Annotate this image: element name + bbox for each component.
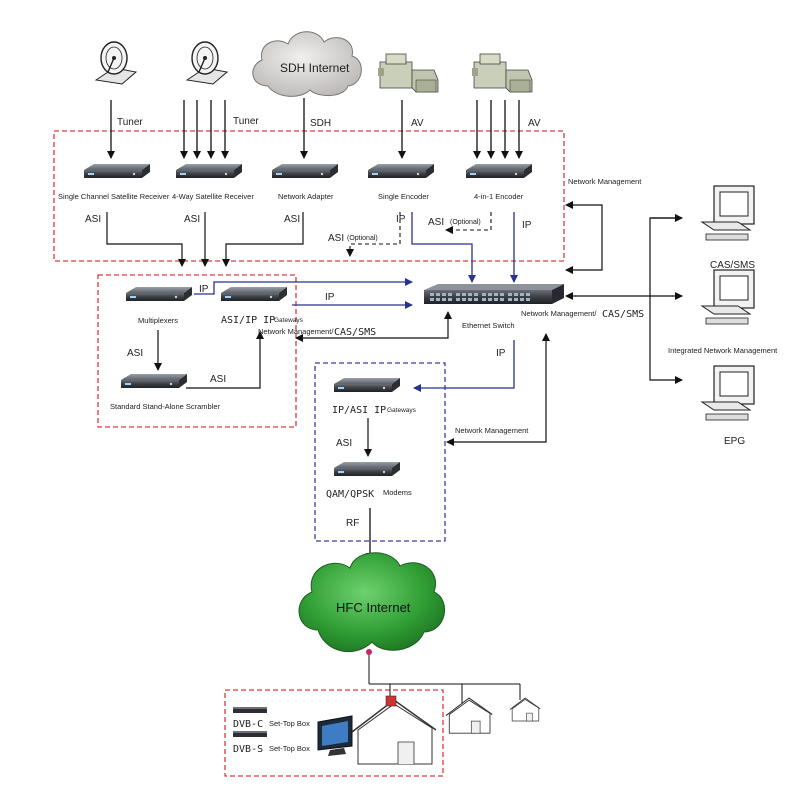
asi-label: ASI bbox=[127, 348, 143, 359]
video-camera-icon bbox=[472, 53, 533, 93]
asi-label: ASI bbox=[428, 217, 444, 228]
optional-label: (Optional) bbox=[347, 235, 378, 242]
house-icon bbox=[445, 697, 493, 734]
asi-links bbox=[106, 212, 304, 267]
sdh-internet-label: SDH Internet bbox=[280, 61, 350, 75]
mux-scramble-group bbox=[97, 274, 297, 428]
tuner-label: Tuner bbox=[117, 117, 143, 128]
ethernet-switch-label: Ethernet Switch bbox=[462, 321, 515, 330]
four-in-one-encoder-label: 4-in-1 Encoder bbox=[474, 192, 524, 201]
asi-label: ASI bbox=[210, 374, 226, 385]
av-label: AV bbox=[528, 118, 541, 129]
multiplexers: Multiplexers bbox=[126, 287, 192, 325]
hfc-node-dot bbox=[366, 649, 372, 655]
optional-asi-links bbox=[346, 212, 492, 257]
ip-label: IP bbox=[199, 284, 209, 295]
single-encoder-label: Single Encoder bbox=[378, 192, 429, 201]
four-in-one-encoder: 4-in-1 Encoder bbox=[466, 164, 532, 201]
hfc-distribution bbox=[368, 652, 521, 708]
ip-label: IP bbox=[325, 292, 335, 303]
single-channel-receiver: Single Channel Satellite Receiver bbox=[58, 164, 170, 201]
asi-label: ASI bbox=[336, 438, 352, 449]
modems-label: QAM/QPSK bbox=[326, 489, 374, 500]
set-top-box-label: Set-Top Box bbox=[269, 719, 310, 728]
sdh-label: SDH bbox=[310, 118, 331, 129]
ip-label: IP bbox=[396, 214, 406, 225]
gateways-suffix: Gateways bbox=[387, 407, 417, 414]
asi-ip-gateway: ASI/IP IP Gateways bbox=[221, 287, 304, 326]
four-way-receiver-label: 4-Way Satellite Receiver bbox=[172, 192, 254, 201]
network-management-label: Network Management/ bbox=[258, 327, 334, 336]
network-management-computer-icon bbox=[700, 269, 755, 325]
dvb-c-label: DVB-C bbox=[233, 719, 263, 730]
scrambler-label: Standard Stand-Alone Scrambler bbox=[110, 402, 221, 411]
cas-sms-computer-icon bbox=[700, 185, 755, 241]
set-top-box-icon bbox=[233, 731, 267, 737]
management-links bbox=[295, 201, 683, 446]
network-management-label: Network Management bbox=[568, 177, 642, 186]
hfc-internet-label: HFC Internet bbox=[336, 600, 411, 615]
switch-downlink bbox=[413, 340, 515, 392]
epg-label: EPG bbox=[724, 436, 745, 447]
qam-qpsk-modems: QAM/QPSK Modems bbox=[326, 462, 412, 500]
cas-sms-label: CAS/SMS bbox=[602, 309, 644, 320]
ip-asi-gateway: IP/ASI IP Gateways bbox=[332, 378, 417, 416]
integrated-nm-label: Integrated Network Management bbox=[668, 346, 778, 355]
ip-label: IP bbox=[522, 220, 532, 231]
house-icon bbox=[351, 695, 437, 765]
hfc-internet-cloud: HFC Internet bbox=[298, 552, 445, 652]
asi-label: ASI bbox=[85, 214, 101, 225]
dvb-s-label: DVB-S bbox=[233, 744, 263, 755]
modems-suffix: Modems bbox=[383, 488, 412, 497]
optional-label: (Optional) bbox=[450, 219, 481, 226]
satellite-dish-icon bbox=[94, 41, 138, 85]
encoder-ip-links bbox=[411, 212, 518, 283]
video-camera-icon bbox=[378, 53, 439, 93]
network-adapter-label: Network Adapter bbox=[278, 192, 334, 201]
asi-optional-label: ASI bbox=[328, 233, 344, 244]
scrambler: Standard Stand-Alone Scrambler bbox=[110, 374, 221, 411]
asi-label: ASI bbox=[284, 214, 300, 225]
asi-label: ASI bbox=[184, 214, 200, 225]
mux-internal-links bbox=[154, 330, 264, 389]
sdh-internet-cloud: SDH Internet bbox=[252, 31, 362, 97]
network-adapter: Network Adapter bbox=[272, 164, 338, 201]
single-receiver-label: Single Channel Satellite Receiver bbox=[58, 192, 170, 201]
asi-ip-gateway-label: ASI/IP IP bbox=[221, 315, 275, 326]
modulation-group bbox=[314, 362, 446, 542]
television-icon bbox=[317, 715, 353, 756]
ip-label: IP bbox=[496, 348, 506, 359]
source-links bbox=[107, 98, 523, 159]
set-top-box-label: Set-Top Box bbox=[269, 744, 310, 753]
single-encoder: Single Encoder bbox=[368, 164, 434, 201]
subscriber-group bbox=[224, 689, 444, 777]
gateways-suffix: Gateways bbox=[274, 317, 304, 324]
ip-asi-gateway-label: IP/ASI IP bbox=[332, 405, 386, 416]
multiplexers-label: Multiplexers bbox=[138, 316, 178, 325]
house-icon bbox=[509, 697, 541, 722]
cas-sms-server-label: CAS/SMS bbox=[710, 260, 755, 271]
mux-ip-links bbox=[194, 278, 413, 309]
set-top-box-icon bbox=[233, 707, 267, 713]
network-management-label: Network Management bbox=[455, 426, 529, 435]
satellite-dish-icon bbox=[185, 41, 229, 85]
rf-label: RF bbox=[346, 518, 359, 529]
cas-sms-label: CAS/SMS bbox=[334, 327, 376, 338]
av-label: AV bbox=[411, 118, 424, 129]
network-management-label: Network Management/ bbox=[521, 309, 597, 318]
tuner-label: Tuner bbox=[233, 116, 259, 127]
epg-computer-icon bbox=[700, 365, 755, 421]
four-way-receiver: 4-Way Satellite Receiver bbox=[172, 164, 254, 201]
ethernet-switch: Ethernet Switch bbox=[424, 284, 564, 330]
